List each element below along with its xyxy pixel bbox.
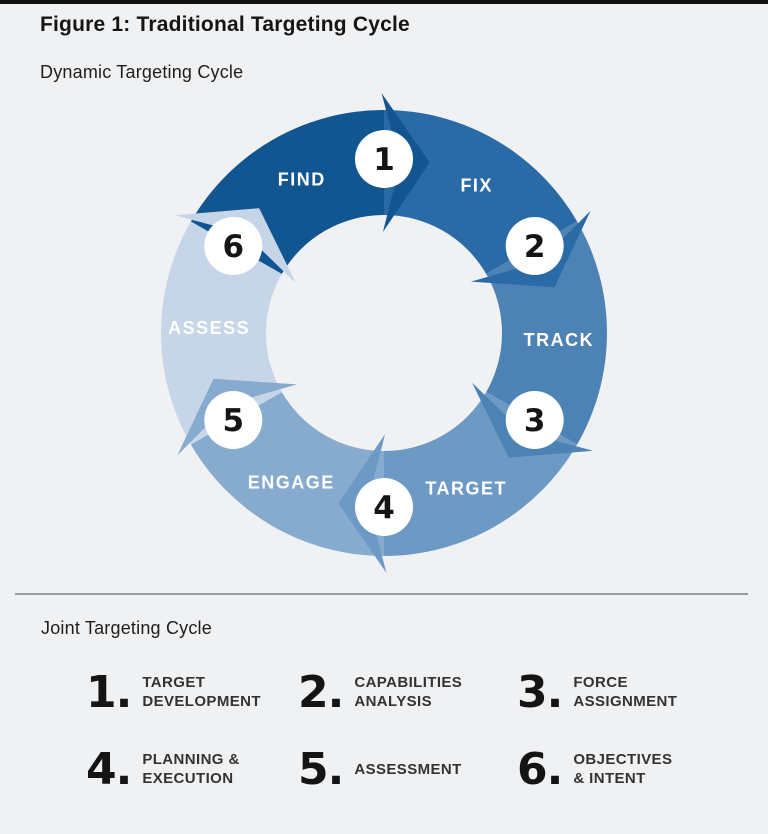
joint-item-number: 3. — [517, 667, 563, 719]
joint-item-4: 4. PLANNING & EXECUTION — [86, 741, 240, 799]
joint-item-number: 2. — [298, 667, 344, 719]
joint-item-3: 3. FORCE ASSIGNMENT — [517, 664, 677, 722]
section-divider — [15, 593, 748, 595]
cycle-arrowhead-engage — [177, 378, 298, 456]
cycle-step-circle-4 — [355, 478, 413, 536]
joint-cycle-title: Joint Targeting Cycle — [41, 618, 212, 638]
joint-item-label-line: EXECUTION — [142, 770, 234, 787]
cycle-step-circle-3 — [505, 391, 564, 449]
joint-item-label-line: FORCE — [573, 674, 628, 692]
joint-item-number: 5. — [298, 744, 344, 796]
joint-item-label: PLANNING & EXECUTION — [142, 751, 239, 789]
joint-item-number: 1. — [86, 667, 132, 719]
joint-item-label: OBJECTIVES & INTENT — [573, 751, 672, 789]
joint-item-label: CAPABILITIES ANALYSIS — [354, 674, 462, 712]
cycle-step-number-1: 1 — [373, 142, 395, 178]
cycle-step-label-find: FIND — [278, 170, 326, 190]
joint-item-label-line: ASSIGNMENT — [573, 693, 678, 710]
cycle-arrowhead-assess — [174, 208, 296, 284]
cycle-step-number-3: 3 — [524, 403, 546, 439]
joint-item-number: 6. — [517, 744, 563, 796]
joint-item-number: 4. — [86, 744, 132, 796]
joint-item-label-line: OBJECTIVES — [573, 751, 673, 769]
cycle-step-number-2: 2 — [524, 229, 546, 265]
cycle-step-label-track: TRACK — [524, 330, 595, 350]
joint-item-5: 5. ASSESSMENT — [298, 741, 462, 799]
cycle-arrowhead-track — [472, 382, 594, 458]
cycle-arrowhead-fix — [470, 210, 591, 288]
joint-item-label: TARGET DEVELOPMENT — [142, 674, 261, 712]
cycle-step-number-4: 4 — [373, 490, 395, 526]
joint-item-1: 1. TARGET DEVELOPMENT — [86, 664, 261, 722]
joint-item-label-line: PLANNING & — [142, 751, 240, 769]
cycle-step-circle-6 — [204, 217, 263, 275]
cycle-step-circle-1 — [355, 130, 413, 188]
joint-item-label: FORCE ASSIGNMENT — [573, 674, 677, 712]
joint-item-label-line: DEVELOPMENT — [142, 693, 261, 710]
cycle-step-circle-2 — [505, 217, 564, 275]
cycle-step-label-fix: FIX — [460, 176, 493, 196]
cycle-step-label-target: TARGET — [425, 479, 507, 499]
cycle-step-number-6: 6 — [223, 229, 245, 265]
cycle-step-number-5: 5 — [223, 403, 245, 439]
joint-item-label: ASSESSMENT — [354, 761, 461, 780]
joint-item-2: 2. CAPABILITIES ANALYSIS — [298, 664, 462, 722]
joint-item-6: 6. OBJECTIVES & INTENT — [517, 741, 672, 799]
cycle-step-circle-5 — [204, 391, 263, 449]
joint-item-label-line: & INTENT — [573, 770, 646, 787]
figure-title: Figure 1: Traditional Targeting Cycle — [40, 13, 410, 36]
joint-item-label-line: TARGET — [142, 674, 206, 692]
joint-item-label-line: CAPABILITIES — [354, 674, 463, 692]
cycle-step-label-assess: ASSESS — [168, 318, 250, 338]
cycle-step-label-engage: ENGAGE — [248, 472, 335, 492]
top-border — [0, 0, 768, 4]
joint-item-label-line: ANALYSIS — [354, 693, 433, 710]
dynamic-cycle-title: Dynamic Targeting Cycle — [40, 62, 244, 82]
joint-item-label-line: ASSESSMENT — [354, 760, 462, 778]
